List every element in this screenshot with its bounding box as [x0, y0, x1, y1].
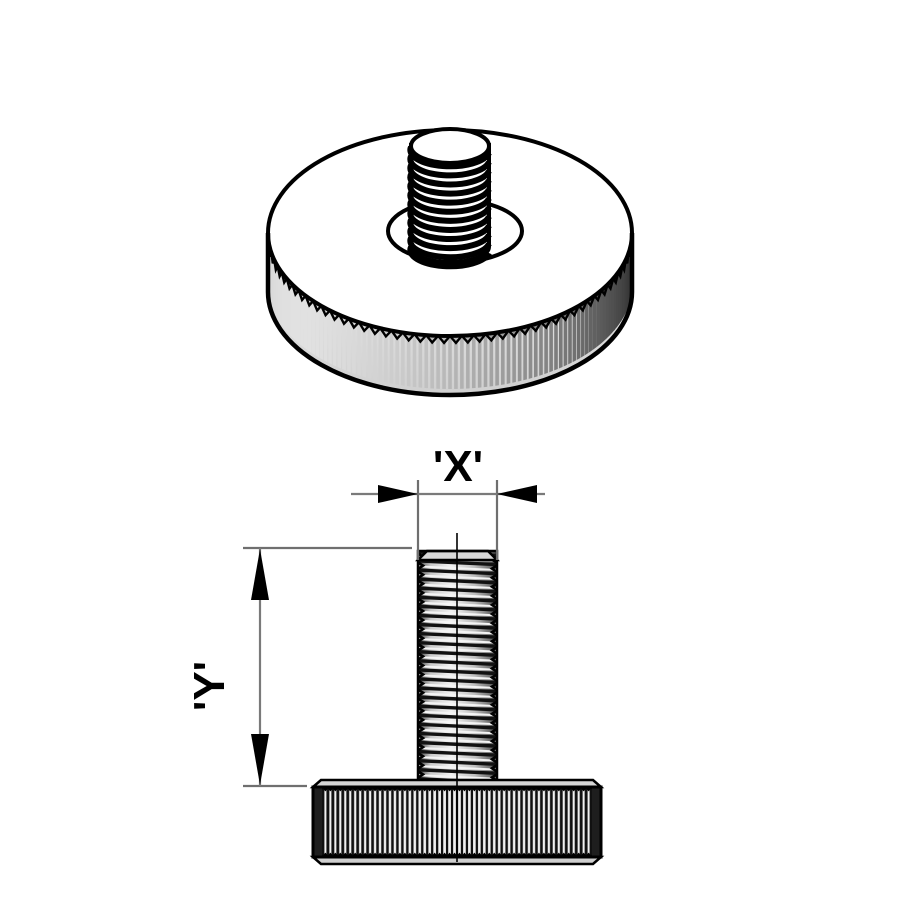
knurl-stripes-isometric — [268, 233, 632, 389]
front-elevation-view — [309, 533, 605, 866]
disc-outer-silhouette — [265, 233, 635, 398]
arrowhead-x-right — [497, 485, 537, 503]
isometric-view — [265, 127, 635, 398]
knurled-base-front — [309, 778, 605, 866]
arrowhead-x-left — [378, 485, 418, 503]
dimension-label-y: 'Y' — [185, 661, 234, 711]
dimension-x: 'X' — [351, 442, 545, 560]
threaded-stud-isometric — [407, 127, 492, 270]
knurled-disc-side — [266, 232, 634, 395]
dimension-label-x: 'X' — [433, 442, 483, 491]
arrowhead-y-top — [251, 549, 269, 600]
knurl-stripes-front — [313, 787, 601, 857]
dimension-y: 'Y' — [185, 546, 412, 788]
arrowhead-y-bottom — [251, 734, 269, 785]
